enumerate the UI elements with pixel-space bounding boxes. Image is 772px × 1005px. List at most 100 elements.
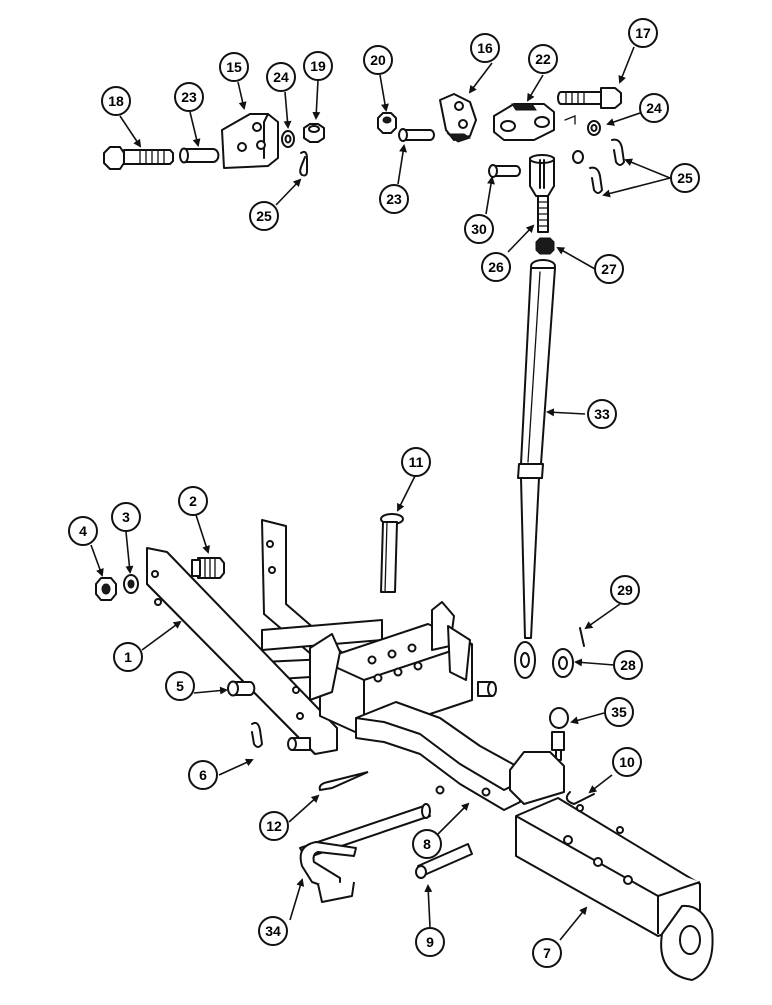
callouts: 18 23 15 24 19 25 20 23 16 22 17 24 25 3… xyxy=(68,18,700,968)
svg-text:1: 1 xyxy=(124,649,132,665)
callout-3: 3 xyxy=(111,502,141,532)
svg-text:22: 22 xyxy=(535,51,551,67)
pin-30 xyxy=(488,164,521,178)
callout-18: 18 xyxy=(101,86,131,116)
callout-2: 2 xyxy=(178,486,208,516)
nut-19 xyxy=(303,123,325,143)
callout-15: 15 xyxy=(219,52,249,82)
callout-10: 10 xyxy=(612,747,642,777)
svg-text:33: 33 xyxy=(594,406,610,422)
pin-23-left xyxy=(179,147,220,164)
svg-text:24: 24 xyxy=(646,100,662,116)
svg-text:20: 20 xyxy=(370,52,386,68)
callout-30: 30 xyxy=(464,214,494,244)
callout-17: 17 xyxy=(628,18,658,48)
svg-text:8: 8 xyxy=(423,836,431,852)
bolt-2 xyxy=(191,557,225,579)
pin-5 xyxy=(227,680,256,697)
svg-text:30: 30 xyxy=(471,221,487,237)
clips-25-right xyxy=(589,138,626,194)
svg-text:2: 2 xyxy=(189,493,197,509)
svg-text:15: 15 xyxy=(226,59,242,75)
rod-33 xyxy=(514,259,556,679)
clip-6 xyxy=(251,721,264,748)
callout-12: 12 xyxy=(259,811,289,841)
callout-27: 27 xyxy=(594,254,624,284)
svg-text:16: 16 xyxy=(477,40,493,56)
callout-24: 24 xyxy=(639,93,669,123)
clevis-end-26 xyxy=(529,154,555,233)
nut-20 xyxy=(377,112,397,134)
washer-28 xyxy=(552,648,574,678)
callout-25: 25 xyxy=(670,163,700,193)
parts-drawing xyxy=(95,87,714,981)
nut-27 xyxy=(535,237,555,255)
callout-33: 33 xyxy=(587,399,617,429)
leader-arrows xyxy=(90,46,671,941)
callout-8: 8 xyxy=(412,829,442,859)
clip-25-left xyxy=(299,150,308,177)
svg-text:19: 19 xyxy=(310,58,326,74)
bolt-18 xyxy=(103,146,174,170)
callout-20: 20 xyxy=(363,45,393,75)
pin-9 xyxy=(415,843,473,879)
clip-10 xyxy=(565,791,595,806)
svg-text:18: 18 xyxy=(108,93,124,109)
bracket-16 xyxy=(439,93,477,143)
callout-19: 19 xyxy=(303,51,333,81)
svg-text:27: 27 xyxy=(601,261,617,277)
pin-23-middle xyxy=(398,128,435,142)
bolt-17 xyxy=(557,87,622,109)
callout-7: 7 xyxy=(532,938,562,968)
callout-34: 34 xyxy=(258,916,288,946)
callout-6: 6 xyxy=(188,760,218,790)
callout-9: 9 xyxy=(415,927,445,957)
svg-text:24: 24 xyxy=(273,69,289,85)
svg-text:11: 11 xyxy=(409,454,424,470)
svg-text:9: 9 xyxy=(426,934,434,950)
svg-text:35: 35 xyxy=(611,704,627,720)
svg-text:23: 23 xyxy=(181,89,197,105)
svg-text:12: 12 xyxy=(266,818,282,834)
svg-text:17: 17 xyxy=(635,25,651,41)
callout-26: 26 xyxy=(481,252,511,282)
pin-34 xyxy=(299,803,431,903)
clip-12 xyxy=(318,771,369,792)
callout-22: 22 xyxy=(528,44,558,74)
svg-text:26: 26 xyxy=(488,259,504,275)
callout-28: 28 xyxy=(613,650,643,680)
svg-text:28: 28 xyxy=(620,657,636,673)
svg-text:10: 10 xyxy=(619,754,635,770)
pin-29 xyxy=(579,627,585,647)
callout-35: 35 xyxy=(604,697,634,727)
svg-text:25: 25 xyxy=(677,170,693,186)
callout-16: 16 xyxy=(470,33,500,63)
pin-11 xyxy=(380,513,404,593)
washer-3 xyxy=(123,574,139,594)
drawbar-8 xyxy=(355,701,521,811)
svg-text:25: 25 xyxy=(256,208,272,224)
washer-24-right xyxy=(587,120,601,136)
svg-text:7: 7 xyxy=(543,945,551,961)
callout-24: 24 xyxy=(266,62,296,92)
callout-1: 1 xyxy=(113,642,143,672)
callout-29: 29 xyxy=(610,575,640,605)
svg-text:5: 5 xyxy=(176,678,184,694)
washer-24-left xyxy=(281,130,295,148)
callout-23: 23 xyxy=(379,184,409,214)
svg-text:6: 6 xyxy=(199,767,207,783)
hitch-7 xyxy=(509,751,714,981)
callout-11: 11 xyxy=(401,447,431,477)
svg-text:23: 23 xyxy=(386,191,402,207)
callout-23: 23 xyxy=(174,82,204,112)
bracket-15 xyxy=(221,113,279,169)
pin-35 xyxy=(549,707,569,761)
nut-4 xyxy=(95,577,117,601)
svg-text:34: 34 xyxy=(265,923,281,939)
svg-text:29: 29 xyxy=(617,582,633,598)
svg-text:3: 3 xyxy=(122,509,130,525)
frame-1 xyxy=(146,519,497,755)
callout-4: 4 xyxy=(68,516,98,546)
callout-5: 5 xyxy=(165,671,195,701)
